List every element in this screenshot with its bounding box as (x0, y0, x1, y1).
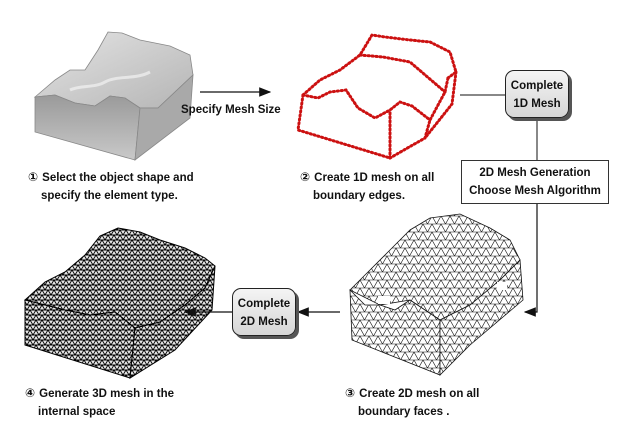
complete-1d-mesh-box: Complete 1D Mesh (505, 70, 569, 118)
volume-mesh-image (23, 227, 216, 379)
step-3-line1: Create 2D mesh on all (359, 388, 480, 400)
mesh-algorithm-line1: 2D Mesh Generation (479, 167, 591, 179)
complete-1d-line1: Complete (510, 80, 564, 92)
mesh-algorithm-box: 2D Mesh Generation Choose Mesh Algorithm (461, 160, 609, 204)
step-3-number: ③ (345, 386, 356, 400)
step-3-line2: boundary faces . (358, 406, 450, 418)
step-2-line2: boundary edges. (313, 190, 406, 202)
step-1-line1: Select the object shape and (42, 172, 194, 184)
complete-2d-line1: Complete (237, 298, 291, 310)
arrow-to-2d (523, 204, 538, 317)
step-4-number: ④ (25, 386, 36, 400)
step-1-number: ① (28, 170, 39, 184)
surface-mesh-image (349, 213, 524, 376)
specify-mesh-size-label: Specify Mesh Size (181, 104, 281, 116)
complete-2d-mesh-box: Complete 2D Mesh (232, 288, 296, 336)
step-4-line2: internal space (38, 406, 116, 418)
edge-mesh-image (296, 33, 458, 160)
step-1-line2: specify the element type. (41, 190, 178, 202)
step-4-line1: Generate 3D mesh in the (39, 388, 175, 400)
object-shape-image (33, 31, 194, 161)
complete-2d-line2: 2D Mesh (240, 316, 288, 328)
mesh-algorithm-line2: Choose Mesh Algorithm (469, 185, 601, 197)
step-2-line1: Create 1D mesh on all (314, 172, 435, 184)
complete-1d-line2: 1D Mesh (513, 98, 561, 110)
step-2-number: ② (300, 170, 311, 184)
